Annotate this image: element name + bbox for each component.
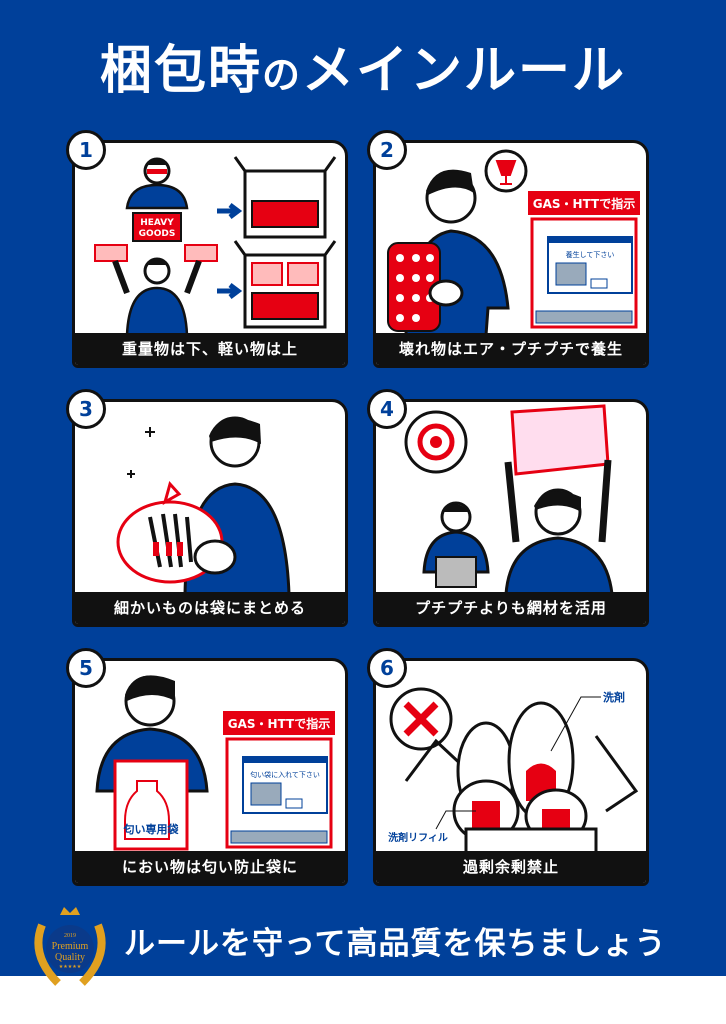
premium-quality-badge: 2019 Premium Quality ★★★★★ [34, 907, 106, 986]
gas-htt-banner: GAS・HTTで指示 [228, 716, 330, 731]
panel-heavy-below: HEAVY GOODS 重量物は下、軽い物は上 [72, 140, 348, 368]
screen-message: 匂い袋に入れて下さい [250, 770, 320, 779]
panel-caption: 壊れ物はエア・プチプチで養生 [376, 333, 646, 365]
panel-number-6: 6 [367, 648, 407, 688]
heavy-label: HEAVY [140, 218, 174, 228]
illustration-odor-bag: 匂い専用袋 GAS・HTTで指示 匂い袋に入れて下さい [95, 675, 335, 851]
title-main: 梱包時 [99, 41, 262, 101]
panel-fragile-wrap: GAS・HTTで指示 養生して下さい 壊れ物はエア・プチプチで養生 [373, 140, 649, 368]
goods-label: GOODS [139, 229, 176, 239]
detergent-label: 洗剤 [603, 690, 625, 704]
title-rest: メインルール [302, 41, 627, 101]
panel-caption: におい物は匂い防止袋に [75, 851, 345, 883]
panel-no-excess: 洗剤 洗剤リフィル 過剰余剰禁止 [373, 658, 649, 886]
badge-premium: Premium [52, 941, 89, 952]
odor-bag-label: 匂い専用袋 [123, 822, 180, 836]
panel-caption: 過剰余剰禁止 [376, 851, 646, 883]
refill-label: 洗剤リフィル [388, 831, 448, 844]
illustration-fragile-wrapping: GAS・HTTで指示 養生して下さい [387, 149, 640, 335]
panel-small-items-bag: 細かいものは袋にまとめる [72, 399, 348, 627]
illustration-small-items-bag [116, 416, 291, 594]
panel-odor-bag: 匂い専用袋 GAS・HTTで指示 匂い袋に入れて下さい におい物は匂い防止袋に [72, 658, 348, 886]
title-connector: の [261, 53, 302, 97]
illustration-heavy-light-stacking: HEAVY GOODS [94, 156, 337, 335]
gas-htt-banner: GAS・HTTで指示 [533, 196, 635, 211]
footer-slogan: ルールを守って高品質を保ちましょう [124, 926, 667, 962]
panel-number-3: 3 [66, 389, 106, 429]
panel-caption: 重量物は下、軽い物は上 [75, 333, 345, 365]
badge-quality: Quality [55, 952, 85, 963]
panel-number-5: 5 [66, 648, 106, 688]
panel-mesh-material: プチプチよりも網材を活用 [373, 399, 649, 627]
panel-number-2: 2 [367, 130, 407, 170]
panel-caption: 細かいものは袋にまとめる [75, 592, 345, 624]
screen-message: 養生して下さい [566, 250, 615, 259]
panel-number-4: 4 [367, 389, 407, 429]
illustration-mesh-material [404, 404, 614, 594]
page-title: 梱包時のメインルール [0, 28, 726, 103]
poster-background: 梱包時のメインルール 1 HEAVY GOODS [0, 0, 726, 986]
badge-year: 2019 [64, 933, 76, 939]
illustration-overpacked-box: 洗剤 洗剤リフィル [388, 687, 639, 853]
panel-caption: プチプチよりも網材を活用 [376, 592, 646, 624]
badge-stars: ★★★★★ [59, 964, 82, 970]
panel-number-1: 1 [66, 130, 106, 170]
